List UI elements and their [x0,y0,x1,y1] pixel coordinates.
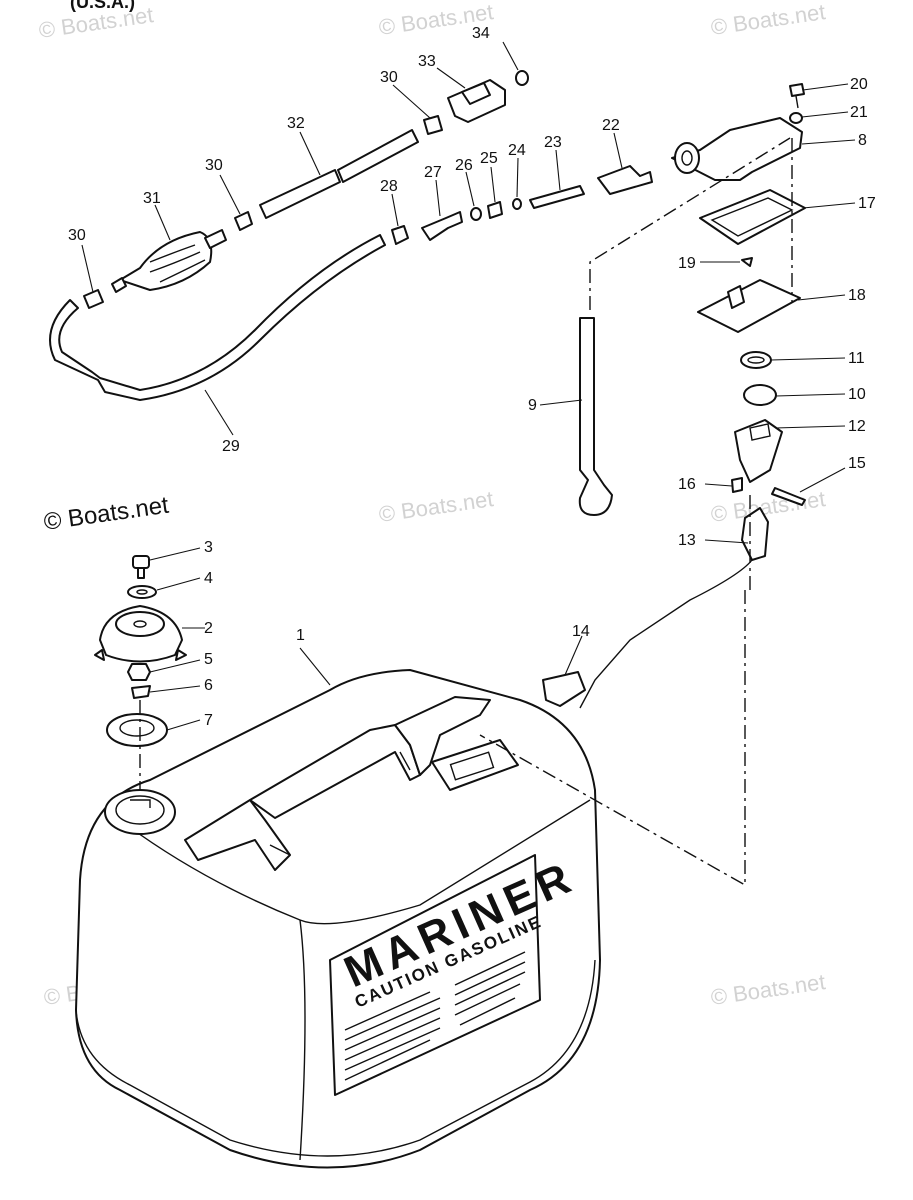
callout-numbers: 1 2 3 4 5 6 7 8 9 10 11 12 13 14 15 16 1… [68,25,876,729]
callout-30b: 30 [205,157,223,174]
callout-1: 1 [296,627,305,644]
tank-fitting-assembly [479,83,806,887]
watermark: © Boats.net [377,486,495,527]
leader-lines [81,41,856,731]
region-label: (U.S.A.) [70,0,135,12]
callout-17: 17 [858,195,876,212]
watermark: © Boats.net [709,0,827,40]
callout-28: 28 [380,178,398,195]
callout-15: 15 [848,455,866,472]
callout-16: 16 [678,476,696,493]
callout-27: 27 [424,164,442,181]
callout-30c: 30 [380,69,398,86]
callout-7: 7 [204,712,213,729]
callout-10: 10 [848,386,866,403]
callout-29: 29 [222,438,240,455]
callout-9: 9 [528,397,537,414]
callout-2: 2 [204,620,213,637]
callout-31: 31 [143,190,161,207]
callout-25: 25 [480,150,498,167]
callout-23: 23 [544,134,562,151]
fuel-hose-assembly [49,70,653,401]
callout-5: 5 [204,651,213,668]
callout-26: 26 [455,157,473,174]
callout-3: 3 [204,539,213,556]
callout-34: 34 [472,25,490,42]
callout-21: 21 [850,104,868,121]
callout-18: 18 [848,287,866,304]
filler-cap-assembly [94,555,187,790]
callout-12: 12 [848,418,866,435]
callout-8: 8 [858,132,867,149]
callout-33: 33 [418,53,436,70]
callout-30a: 30 [68,227,86,244]
callout-6: 6 [204,677,213,694]
callout-4: 4 [204,570,213,587]
fuel-tank: MARINER CAUTION GASOLINE [75,669,601,1169]
callout-13: 13 [678,532,696,549]
watermark-main: © Boats.net [42,492,171,536]
callout-11: 11 [848,350,865,367]
callout-14: 14 [572,623,590,640]
callout-24: 24 [508,142,526,159]
label-fine-print [344,951,526,1081]
callout-20: 20 [850,76,868,93]
callout-32: 32 [287,115,305,132]
watermark: © Boats.net [709,969,827,1010]
callout-19: 19 [678,255,696,272]
callout-22: 22 [602,117,620,134]
